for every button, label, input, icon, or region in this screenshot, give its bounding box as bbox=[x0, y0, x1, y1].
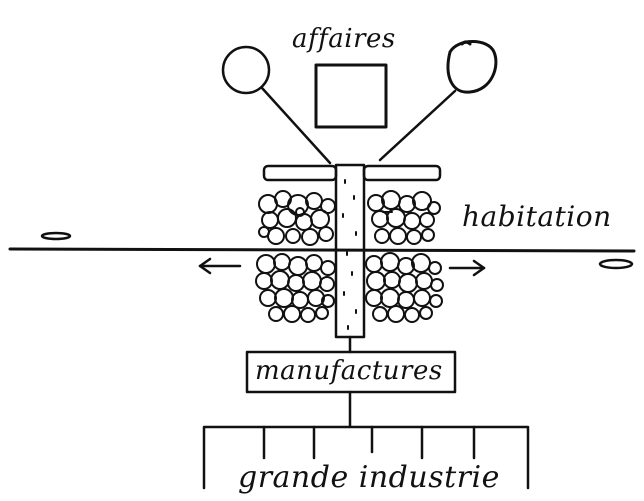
right-blob bbox=[448, 42, 496, 93]
cluster-bottom-left bbox=[256, 254, 335, 322]
road-line bbox=[10, 249, 634, 251]
arrow-right-head bbox=[474, 261, 484, 275]
label-grande-industrie: grande industrie bbox=[238, 460, 500, 495]
right-platform bbox=[364, 166, 440, 180]
industry-block bbox=[204, 427, 528, 488]
cluster-top-left bbox=[259, 191, 335, 245]
arrow-left-head bbox=[200, 259, 210, 273]
cluster-bottom-right bbox=[366, 253, 443, 322]
road-end-right bbox=[600, 260, 632, 268]
affaires-square bbox=[316, 65, 386, 127]
cluster-top-right bbox=[368, 191, 440, 244]
manufactures-block bbox=[247, 337, 455, 426]
habitation-clusters bbox=[256, 191, 443, 322]
affaires-block bbox=[223, 42, 496, 164]
left-circle bbox=[223, 47, 269, 93]
left-platform bbox=[264, 166, 336, 180]
tower-dots bbox=[343, 180, 356, 329]
industry-frame bbox=[204, 427, 528, 488]
left-circle-link bbox=[262, 88, 330, 163]
road-end-left bbox=[42, 233, 70, 239]
right-blob-dot bbox=[462, 42, 470, 44]
label-manufactures: manufactures bbox=[255, 356, 443, 386]
label-habitation: habitation bbox=[462, 200, 612, 233]
main-road bbox=[10, 233, 634, 275]
label-affaires: affaires bbox=[292, 24, 396, 54]
right-blob-link bbox=[380, 91, 455, 160]
